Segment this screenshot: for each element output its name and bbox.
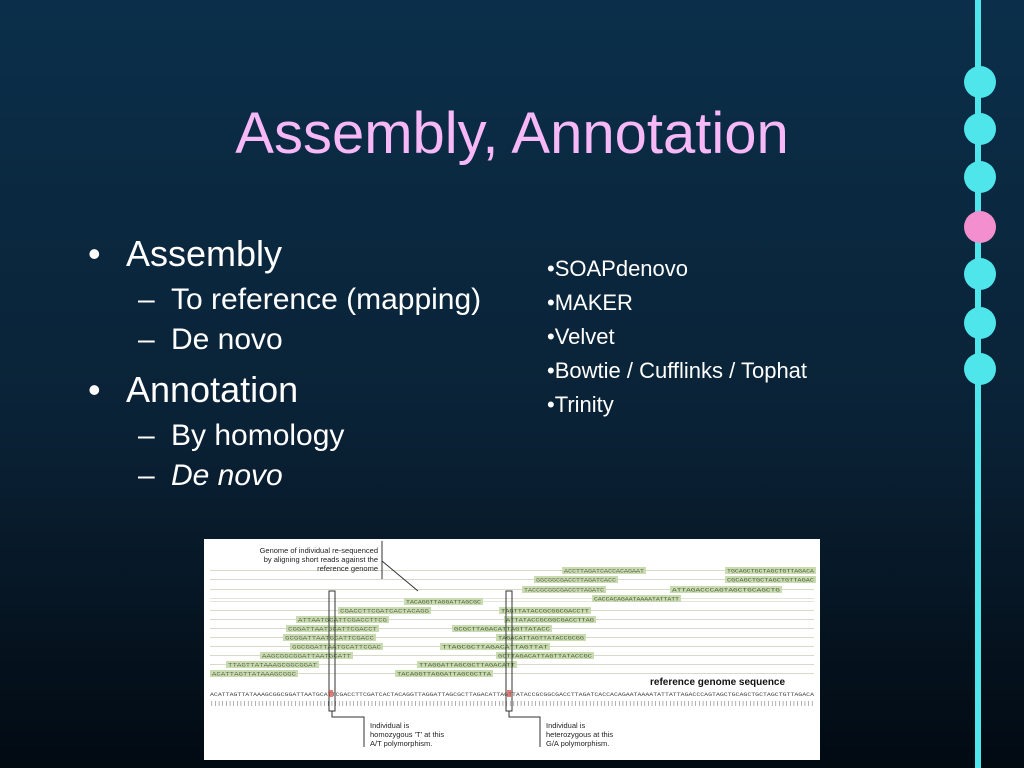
snp-marker: [329, 690, 333, 697]
bullet-marker: •: [88, 369, 101, 410]
short-read: CGCAGCTGCTAGCTGTTAGAC: [210, 576, 816, 584]
read-sequence: ATTAGACCCAGTAGCTGCAGCTG: [672, 588, 780, 594]
sub-bullet-by-homology: – By homology: [88, 418, 508, 454]
sub-bullet-marker: –: [138, 419, 155, 452]
heterozygous-callout-line: G/A polymorphism.: [546, 739, 609, 748]
tool-item: •Bowtie / Cufflinks / Tophat: [547, 358, 808, 383]
sub-bullet-de-novo: – De novo: [88, 322, 508, 358]
read-sequence: ATTAATGCATTCGACCTTCG: [298, 618, 387, 624]
homozygous-callout-line: Individual is: [370, 721, 409, 730]
homozygous-callout-line: A/T polymorphism.: [370, 739, 432, 748]
heterozygous-callout-line: heterozygous at this: [546, 730, 613, 739]
read-sequence: TAGACATTAGTTATACCGCGG: [498, 636, 584, 642]
genome-callout-line: by aligning short reads against the: [264, 555, 378, 564]
tool-list: •SOAPdenovo •MAKER •Velvet •Bowtie / Cuf…: [547, 252, 807, 422]
snp-marker: [507, 690, 511, 697]
read-sequence: TACCGCGGCGACCTTAGATC: [524, 588, 604, 594]
sub-bullet-label: De novo: [171, 459, 283, 492]
read-bar: [670, 586, 782, 593]
read-sequence: GCTTAGACATTAGTTATACCGC: [498, 654, 592, 660]
reference-ticks: ||||||||||||||||||||||||||||||||||||||||…: [210, 701, 814, 707]
read-bar: [592, 595, 681, 602]
tool-item: •Trinity: [547, 392, 614, 417]
read-bar: [499, 607, 591, 614]
reference-sequence: ACATTAGTTATAAAGCGGCGGATTAATGCATTCGACCTTC…: [210, 692, 815, 698]
read-sequence: GGCGGATTAATGCATTCGAC: [292, 645, 381, 651]
read-sequence: GGCGGCGACCTTAGATCACC: [536, 578, 616, 584]
rail-dot-icon: [964, 258, 996, 290]
read-sequence: TTAGGATTAGCGCTTAGACATT: [419, 663, 515, 669]
read-sequence: CGACCTTCGATCACTACAGG: [340, 609, 429, 615]
read-sequence: GCGCTTAGACATTAGTTATACC: [454, 627, 550, 633]
read-bar: [725, 576, 816, 583]
rail-dot-icon: [964, 161, 996, 193]
read-bar: [452, 625, 552, 632]
read-sequence: TTAGCGCTTAGACATTAGTTAT: [442, 645, 548, 651]
sub-bullet-marker: –: [138, 323, 155, 356]
read-sequence: ACCTTAGATCACCACAGAAT: [564, 569, 644, 575]
read-bar: [496, 652, 594, 659]
alignment-diagram: ACCTTAGATCACCACAGAAT TGCAGCTGCTAGCTGTTAGA…: [210, 541, 816, 748]
sub-bullet-de-novo-annotation: – De novo: [88, 458, 508, 494]
short-read: TGCAGCTGCTAGCTGTTAGACA: [210, 567, 816, 575]
bullet-marker: •: [88, 233, 101, 274]
read-sequence: ATTATACCGCGGCGACCTTAG: [506, 618, 594, 624]
bullet-list: • Assembly – To reference (mapping) – De…: [88, 222, 508, 494]
read-bar: [504, 616, 596, 623]
bullet-label: Annotation: [126, 369, 299, 410]
callout-line: [331, 711, 365, 747]
read-bar: [417, 661, 517, 668]
tool-item: •Velvet: [547, 324, 615, 349]
rail-dot-icon: [964, 307, 996, 339]
sub-bullet-label: By homology: [171, 419, 345, 452]
read-sequence: CACCACAGAATAAAATATTATT: [594, 597, 679, 603]
read-sequence: TGCAGCTGCTAGCTGTTAGACA: [727, 569, 814, 575]
read-sequence: CGGATTAATGCATTCGACCT: [288, 627, 377, 633]
short-read: ATTAGACCCAGTAGCTGCAGCTG: [210, 586, 814, 594]
callout-line: [381, 560, 419, 592]
read-bar: [725, 567, 816, 574]
bullet-annotation: • Annotation: [88, 366, 508, 414]
tool-item: •SOAPdenovo: [547, 256, 689, 281]
rail-dot-icon: [964, 113, 996, 145]
slide-title: Assembly, Annotation: [235, 101, 789, 166]
sub-bullet-label: De novo: [171, 323, 283, 356]
read-sequence: ACATTAGTTATAAAGCGGC: [212, 672, 296, 678]
sub-bullet-to-reference: – To reference (mapping): [88, 282, 508, 318]
sub-bullet-marker: –: [138, 283, 155, 316]
rail-dot-icon: [964, 66, 996, 98]
read-sequence: TAGTTATACCGCGGCGACCTT: [501, 609, 589, 615]
bullet-assembly: • Assembly: [88, 230, 508, 278]
reference-sequence-label: reference genome sequence: [650, 677, 785, 688]
read-bar: [395, 670, 493, 677]
genome-callout-line: Genome of individual re-sequenced: [260, 546, 378, 555]
read-bar: [440, 643, 550, 650]
rail-dot-icon: [964, 353, 996, 385]
tool-item: •MAKER: [547, 290, 633, 315]
read-bar: [404, 598, 483, 605]
bullet-label: Assembly: [126, 233, 283, 274]
read-sequence: CGCAGCTGCTAGCTGTTAGAC: [727, 578, 814, 584]
genome-callout-line: reference genome: [317, 564, 378, 573]
callout-line: [508, 711, 541, 747]
heterozygous-callout-line: Individual is: [546, 721, 585, 730]
read-sequence: TACAGGTTAGGATTAGCGC: [406, 600, 481, 606]
read-bar: [496, 634, 586, 641]
read-alignment-figure: ACCTTAGATCACCACAGAAT TGCAGCTGCTAGCTGTTAGA…: [204, 539, 820, 760]
read-sequence: TACAGGTTAGGATTAGCGCTTA: [397, 672, 491, 678]
sub-bullet-marker: –: [138, 459, 155, 492]
read-sequence: TTAGTTATAAAGCGGCGGAT: [228, 663, 317, 669]
rail-dot-active-icon: [964, 211, 996, 243]
homozygous-callout-line: homozygous 'T' at this: [370, 730, 444, 739]
sub-bullet-label: To reference (mapping): [171, 283, 482, 316]
read-sequence: AAGCGGCGGATTAATGCATT: [262, 654, 351, 660]
